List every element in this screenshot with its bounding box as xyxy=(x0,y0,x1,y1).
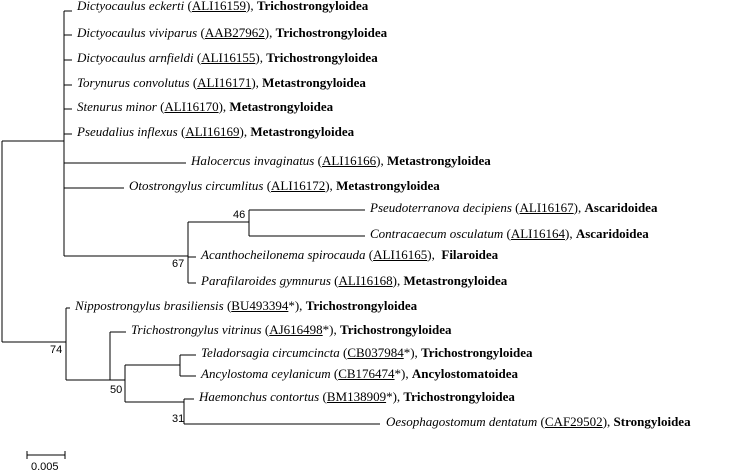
superfamily-name: Filaroidea xyxy=(441,247,499,262)
superfamily-name: Trichostrongyloidea xyxy=(266,50,378,65)
superfamily-name: Ascaridoidea xyxy=(575,226,649,241)
superfamily-name: Metastrongyloidea xyxy=(250,124,355,139)
leaf-label: Pseudalius inflexus (ALI16169), Metastro… xyxy=(77,124,355,139)
species-name: Oesophagostomum dentatum xyxy=(386,414,538,429)
leaf-label: Stenurus minor (ALI16170), Metastrongylo… xyxy=(77,99,334,114)
accession-mark: * xyxy=(322,322,330,337)
bootstrap-value: 74 xyxy=(50,344,63,356)
species-name: Otostrongylus circumlitus xyxy=(129,178,264,193)
accession-link[interactable]: CB176474 xyxy=(338,366,395,381)
superfamily-name: Metastrongyloidea xyxy=(386,153,491,168)
leaf-label: Torynurus convolutus (ALI16171), Metastr… xyxy=(77,75,366,90)
leaf-label: Pseudoterranova decipiens (ALI16167), As… xyxy=(370,200,658,215)
leaf-label: Dictyocaulus eckerti (ALI16159), Trichos… xyxy=(77,0,369,13)
leaf-label: Dictyocaulus viviparus (AAB27962), Trich… xyxy=(77,25,388,40)
species-name: Acanthocheilonema spirocauda xyxy=(201,247,366,262)
species-name: Torynurus convolutus xyxy=(77,75,190,90)
species-name: Nippostrongylus brasiliensis xyxy=(75,298,224,313)
accession-link[interactable]: BU493394 xyxy=(231,298,289,313)
species-name: Haemonchus contortus xyxy=(199,389,320,404)
species-name: Trichostrongylus vitrinus xyxy=(131,322,262,337)
leaf-label: Oesophagostomum dentatum (CAF29502), Str… xyxy=(386,414,691,429)
species-name: Halocercus invaginatus xyxy=(191,153,315,168)
tree-branches xyxy=(1,10,380,459)
species-name: Pseudoterranova decipiens xyxy=(370,200,512,215)
superfamily-name: Trichostrongyloidea xyxy=(256,0,369,13)
leaf-label: Teladorsagia circumcincta (CB037984*), T… xyxy=(201,345,533,360)
superfamily-name: Metastrongyloidea xyxy=(262,75,366,90)
leaf-label: Halocercus invaginatus (ALI16166), Metas… xyxy=(191,153,491,168)
species-name: Parafilaroides gymnurus xyxy=(201,273,331,288)
bootstrap-value: 67 xyxy=(172,258,185,270)
leaf-label: Trichostrongylus vitrinus (AJ616498*), T… xyxy=(131,322,452,337)
accession-link[interactable]: BM138909 xyxy=(326,389,387,404)
superfamily-name: Trichostrongyloidea xyxy=(275,25,388,40)
leaf-label: Acanthocheilonema spirocauda (ALI16165),… xyxy=(201,247,499,262)
species-name: Ancylostoma ceylanicum xyxy=(201,366,331,381)
accession-link[interactable]: ALI16165 xyxy=(373,247,428,262)
species-name: Dictyocaulus viviparus xyxy=(77,25,198,40)
accession-mark: * xyxy=(386,389,393,404)
accession-link[interactable]: ALI16159 xyxy=(191,0,246,13)
bootstrap-value: 46 xyxy=(233,209,246,221)
superfamily-name: Metastrongyloidea xyxy=(336,178,440,193)
superfamily-name: Trichostrongyloidea xyxy=(305,298,418,313)
species-name: Contracaecum osculatum xyxy=(370,226,504,241)
superfamily-name: Trichostrongyloidea xyxy=(340,322,452,337)
leaf-label: Nippostrongylus brasiliensis (BU493394*)… xyxy=(75,298,418,313)
accession-link[interactable]: AJ616498 xyxy=(269,322,323,337)
accession-link[interactable]: ALI16166 xyxy=(321,153,377,168)
leaf-label: Otostrongylus circumlitus (ALI16172), Me… xyxy=(129,178,440,193)
species-name: Dictyocaulus arnfieldi xyxy=(77,50,194,65)
bootstrap-value: 31 xyxy=(172,413,185,425)
scale-bar-label: 0.005 xyxy=(31,461,59,473)
accession-link[interactable]: ALI16171 xyxy=(197,75,252,90)
accession-link[interactable]: CB037984 xyxy=(347,345,404,360)
superfamily-name: Metastrongyloidea xyxy=(229,99,334,114)
superfamily-name: Ascaridoidea xyxy=(584,200,658,215)
species-name: Dictyocaulus eckerti xyxy=(77,0,185,13)
superfamily-name: Strongyloidea xyxy=(613,414,691,429)
bootstrap-value: 50 xyxy=(110,384,123,396)
species-name: Teladorsagia circumcincta xyxy=(201,345,340,360)
accession-link[interactable]: AAB27962 xyxy=(204,25,265,40)
superfamily-name: Trichostrongyloidea xyxy=(403,389,515,404)
accession-link[interactable]: ALI16168 xyxy=(338,273,393,288)
leaf-label: Haemonchus contortus (BM138909*), Tricho… xyxy=(199,389,515,404)
superfamily-name: Metastrongyloidea xyxy=(403,273,508,288)
leaf-label: Contracaecum osculatum (ALI16164), Ascar… xyxy=(370,226,649,241)
accession-mark: * xyxy=(394,366,402,381)
superfamily-name: Trichostrongyloidea xyxy=(421,345,533,360)
leaf-label: Ancylostoma ceylanicum (CB176474*), Ancy… xyxy=(201,366,519,381)
leaf-label: Parafilaroides gymnurus (ALI16168), Meta… xyxy=(201,273,508,288)
species-name: Pseudalius inflexus xyxy=(77,124,178,139)
accession-link[interactable]: CAF29502 xyxy=(544,414,603,429)
accession-link[interactable]: ALI16170 xyxy=(164,99,219,114)
accession-link[interactable]: ALI16167 xyxy=(519,200,574,215)
leaf-label: Dictyocaulus arnfieldi (ALI16155), Trich… xyxy=(77,50,378,65)
species-name: Stenurus minor xyxy=(77,99,157,114)
accession-mark: * xyxy=(288,298,295,313)
accession-link[interactable]: ALI16169 xyxy=(185,124,240,139)
accession-link[interactable]: ALI16172 xyxy=(271,178,326,193)
accession-link[interactable]: ALI16155 xyxy=(201,50,256,65)
superfamily-name: Ancylostomatoidea xyxy=(411,366,519,381)
accession-link[interactable]: ALI16164 xyxy=(510,226,565,241)
accession-mark: * xyxy=(403,345,411,360)
